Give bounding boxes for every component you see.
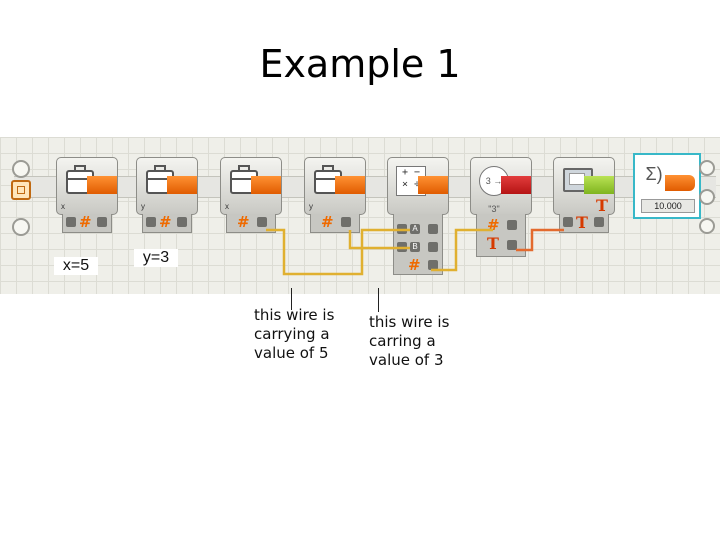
wire-x-to-a [266,228,410,276]
number-icon: # [237,213,250,231]
data-stripe [665,175,695,191]
plug-icon[interactable] [507,220,517,230]
start-rail [8,156,32,236]
rail-pin-icon [699,218,715,234]
number-icon: # [79,213,92,231]
variable-name: x [225,202,229,211]
plug-icon[interactable] [341,217,351,227]
variable-name: y [309,202,313,211]
math-block[interactable]: + −× ÷ [387,157,449,215]
text-icon: T [576,213,588,232]
data-stripe [251,176,281,194]
data-stripe [418,176,448,194]
variable-block-y-write[interactable]: y [136,157,198,215]
selected-data-block[interactable]: Σ) 10.000 [633,153,701,219]
data-stripe [167,176,197,194]
note-pointer-2 [378,288,379,312]
plug-icon[interactable] [507,240,517,250]
math-data-hub: A B # [393,214,443,275]
plug-a-icon[interactable]: A [410,224,420,234]
plug-icon[interactable] [66,217,76,227]
plug-icon[interactable] [146,217,156,227]
rail-pin-icon [12,160,30,178]
plug-icon[interactable] [428,242,438,252]
plug-icon[interactable] [97,217,107,227]
data-hub: T [559,213,609,233]
plug-icon[interactable] [594,217,604,227]
data-wires [266,228,564,276]
plug-icon[interactable] [177,217,187,227]
plug-icon[interactable] [428,224,438,234]
note-pointer-1 [291,288,292,310]
program-canvas[interactable]: x # y # x # y # + −× ÷ A [0,137,720,294]
data-stripe [87,176,117,194]
data-hub: # [62,213,112,233]
variable-block-y-read[interactable]: y [304,157,366,215]
caption-x: x=5 [54,257,98,275]
wire-result-to-convert [431,228,493,272]
rail-pin-icon [699,189,715,205]
wire-y-to-b [348,230,410,250]
text-icon: T [487,234,499,253]
plug-icon[interactable] [428,260,438,270]
number-icon: # [321,213,334,231]
rail-pin-icon [699,160,715,176]
plug-icon[interactable] [257,217,267,227]
data-hub: # [142,213,192,233]
text-icon: T [596,196,608,215]
number-icon: # [159,213,172,231]
number-to-text-block[interactable]: 3 → "3" [470,157,532,215]
block-value: 10.000 [641,199,695,213]
rail-pin-icon [12,218,30,236]
variable-block-x-write[interactable]: x [56,157,118,215]
end-rail [697,156,717,234]
annotation-wire-2: this wire is carring a value of 3 [369,313,450,369]
plug-b-icon[interactable]: B [410,242,420,252]
variable-name: x [61,202,65,211]
annotation-wire-1: this wire is carrying a value of 5 [254,306,335,362]
plug-icon[interactable] [563,217,573,227]
wire-text-to-display [516,228,564,252]
caption-y: y=3 [134,249,178,267]
slide-title: Example 1 [259,42,461,86]
display-block[interactable]: T [553,157,615,215]
data-stripe [501,176,531,194]
number-icon: # [408,256,421,274]
data-wire-icon: Σ) [645,164,663,184]
data-stripe [335,176,365,194]
data-hub: # [310,213,360,233]
start-icon[interactable] [11,180,31,200]
data-hub: # [226,213,276,233]
action-stripe [584,176,614,194]
variable-name: y [141,202,145,211]
